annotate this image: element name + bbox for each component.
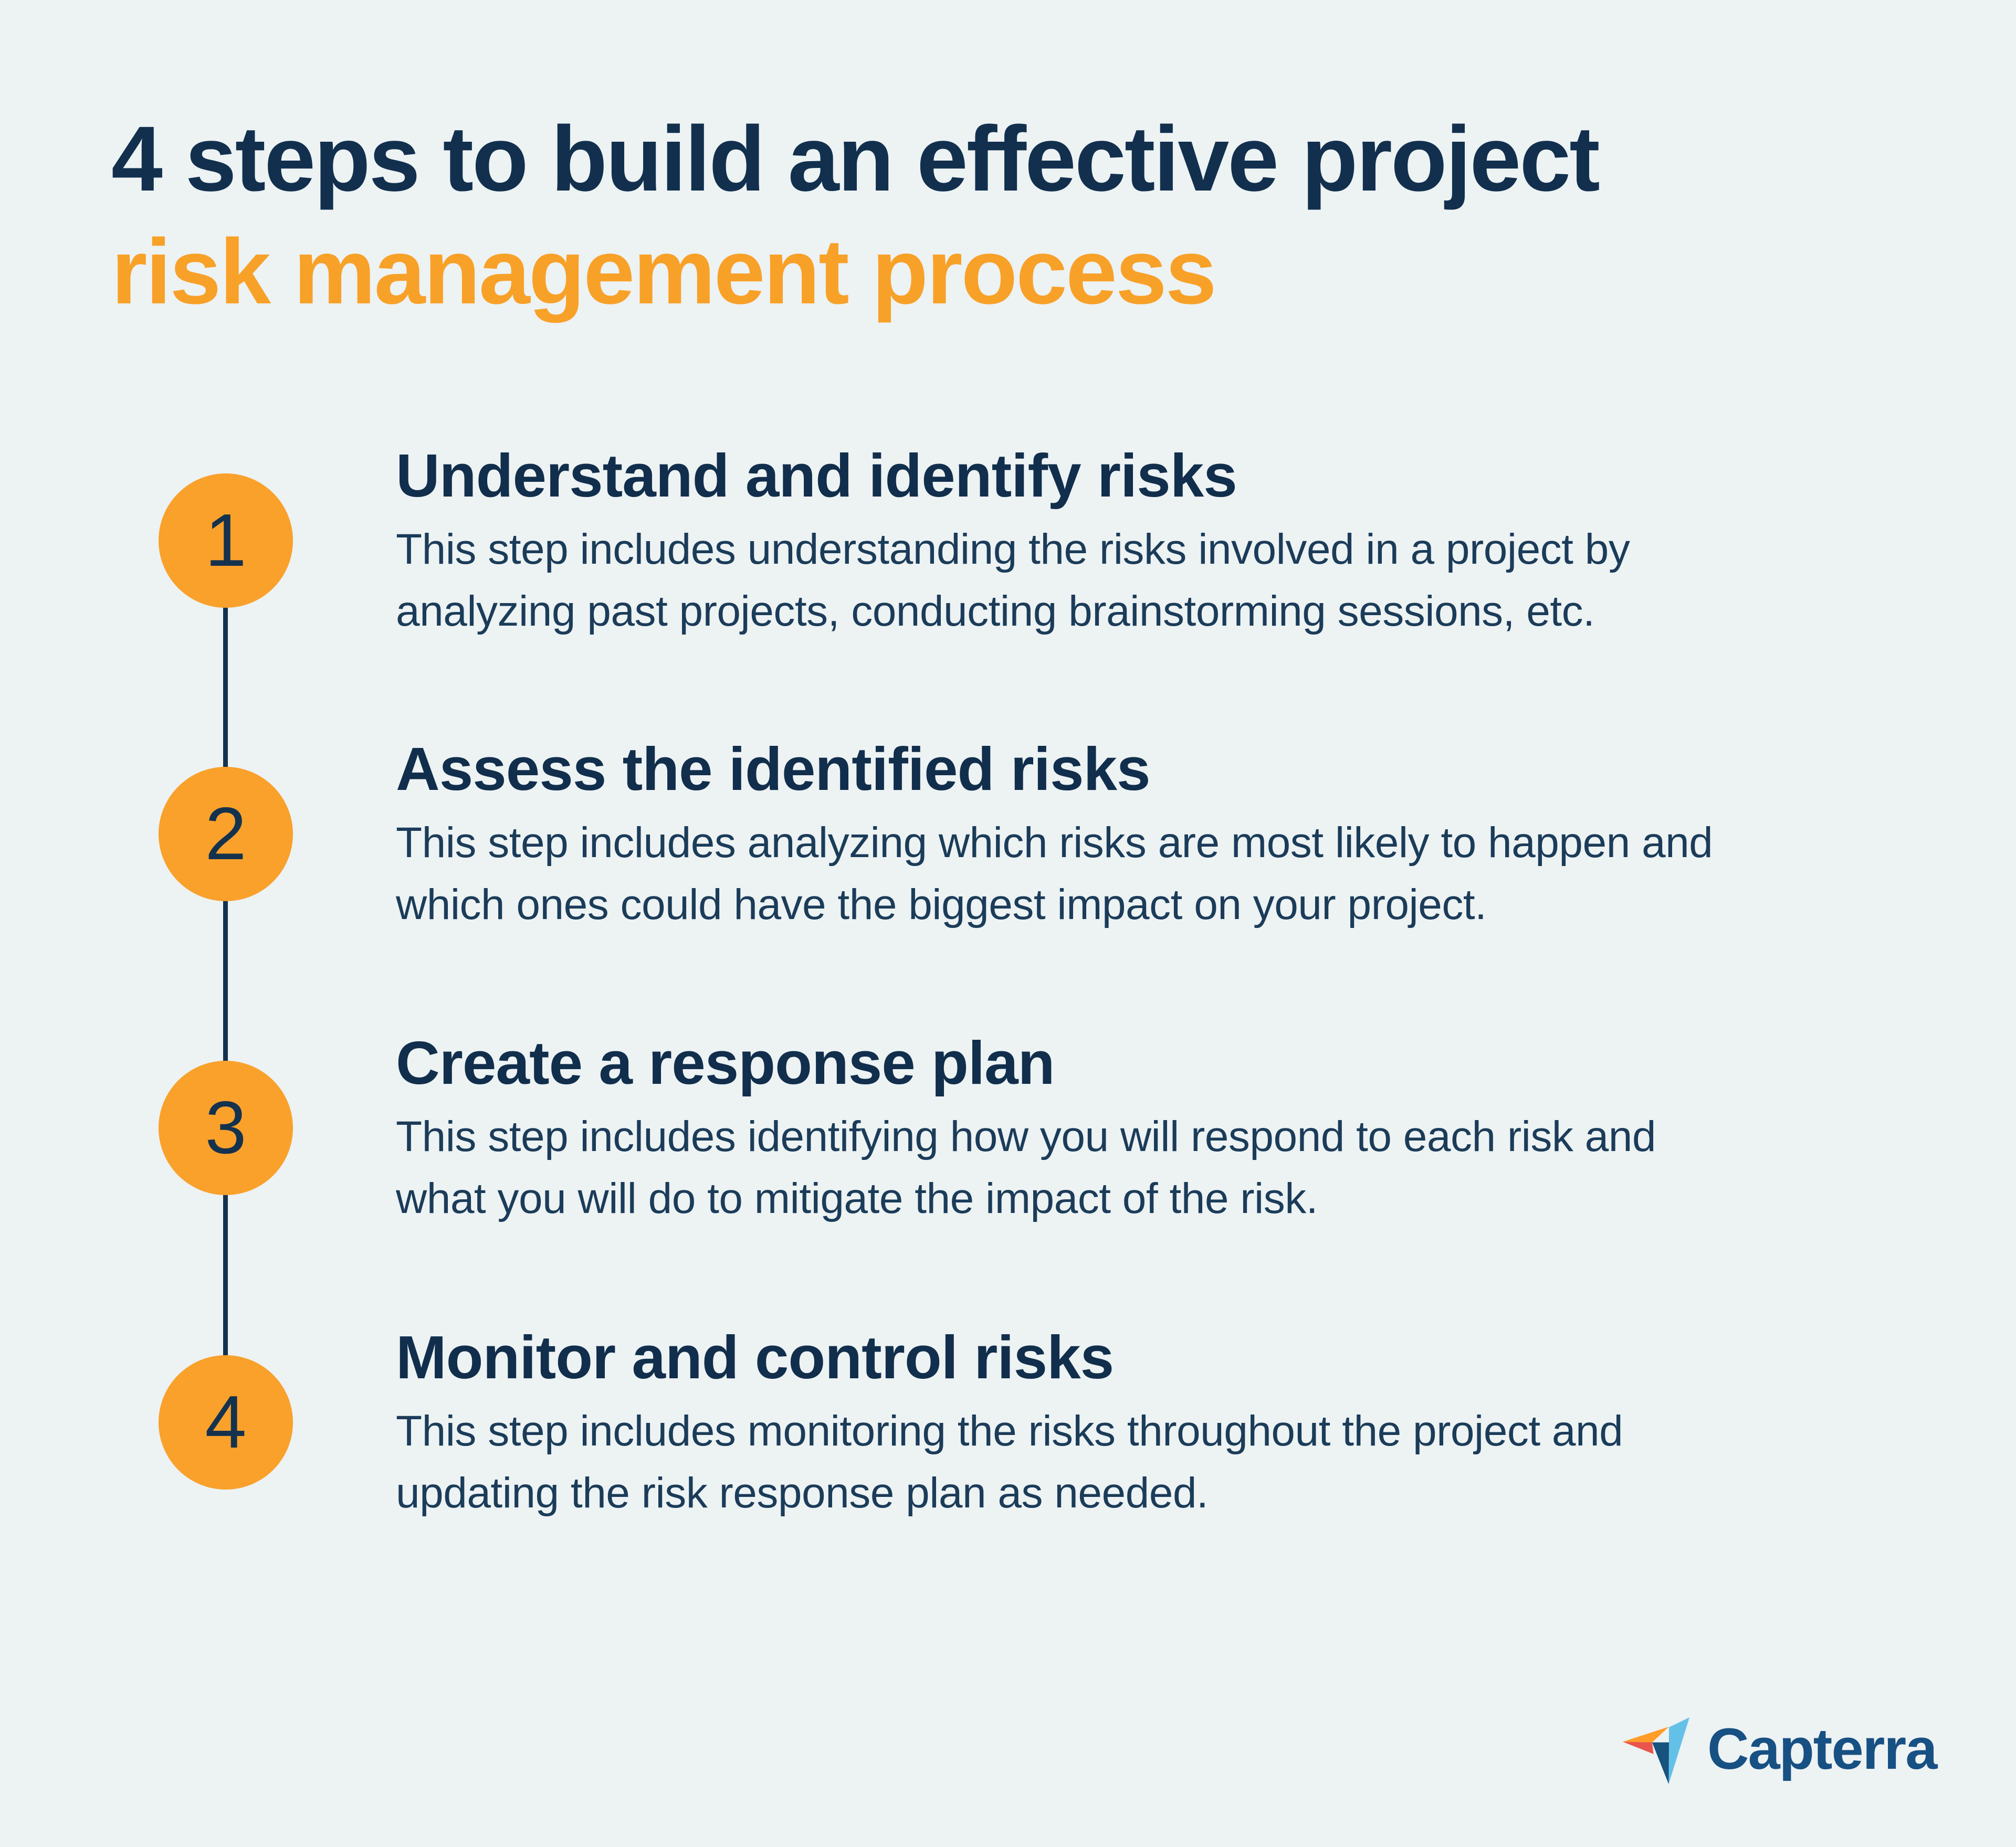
step-text-block: Monitor and control risks This step incl… — [396, 1321, 2013, 1524]
step-number: 2 — [205, 792, 247, 875]
step-text-block: Understand and identify risks This step … — [396, 439, 2013, 642]
step-text-block: Assess the identified risks This step in… — [396, 732, 2013, 936]
page-title-line1: 4 steps to build an effective project — [111, 108, 1600, 210]
page-title-line2: risk management process — [111, 220, 1217, 323]
step-number: 4 — [205, 1380, 247, 1464]
step-heading: Create a response plan — [396, 1029, 1055, 1097]
step-number-badge: 3 — [159, 1061, 293, 1195]
step-heading: Understand and identify risks — [396, 441, 1237, 510]
step-text-block: Create a response plan This step include… — [396, 1026, 2013, 1230]
step-description: This step includes monitoring the risks … — [396, 1407, 1623, 1517]
step-number: 3 — [205, 1086, 247, 1169]
page-title: 4 steps to build an effective project ri… — [111, 103, 1600, 328]
step-number-badge: 1 — [159, 473, 293, 608]
capterra-logo-text: Capterra — [1707, 1717, 1937, 1781]
step-heading: Monitor and control risks — [396, 1323, 1114, 1391]
step-connector-line — [223, 541, 228, 1422]
step-number-badge: 2 — [159, 767, 293, 901]
step-number-badge: 4 — [159, 1355, 293, 1490]
step-description: This step includes analyzing which risks… — [396, 818, 1713, 928]
capterra-logo: Capterra — [1623, 1717, 1937, 1785]
step-number: 1 — [205, 499, 247, 582]
step-description: This step includes understanding the ris… — [396, 525, 1630, 635]
step-heading: Assess the identified risks — [396, 735, 1150, 803]
step-description: This step includes identifying how you w… — [396, 1112, 1656, 1222]
capterra-arrow-icon — [1623, 1717, 1689, 1785]
